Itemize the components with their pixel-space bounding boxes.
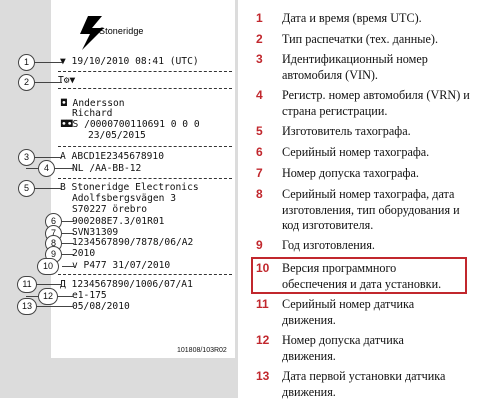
legend-number: 11 xyxy=(256,297,269,311)
callout-leader xyxy=(62,243,74,244)
callout-leader xyxy=(26,157,62,158)
line-sensor-approval: e1-175 xyxy=(72,290,107,301)
legend-text: Номер допуска тахографа. xyxy=(282,166,419,180)
callout-5: 5 xyxy=(18,180,35,197)
callout-leader xyxy=(62,233,74,234)
legend-text: Серийный номер тахографа, дата изготовле… xyxy=(282,187,460,232)
printout-slip xyxy=(51,0,235,358)
callout-2: 2 xyxy=(18,74,35,91)
line-manufacturer: B Stoneridge Electronics xyxy=(60,182,199,193)
line-card-number: ◘◘S /0000700110691 0 0 0 xyxy=(61,119,200,130)
legend-text: Дата первой установки датчика движения. xyxy=(282,369,446,399)
legend-number: 3 xyxy=(256,52,263,66)
callout-13: 13 xyxy=(17,298,37,315)
callout-10: 10 xyxy=(37,258,59,275)
line-card-expiry: 23/05/2015 xyxy=(88,130,146,141)
line-owner-firstname: Richard xyxy=(72,108,113,119)
legend-text: Регистр. номер автомобиля (VRN) и страна… xyxy=(282,88,470,118)
callout-1: 1 xyxy=(18,54,35,71)
callout-leader xyxy=(62,221,74,222)
separator xyxy=(58,274,232,275)
line-tacho-approval: SVN31309 xyxy=(72,227,119,238)
callout-3: 3 xyxy=(18,149,35,166)
legend-text: Год изготовления. xyxy=(282,238,375,252)
legend-number: 8 xyxy=(256,187,263,201)
legend-text: Номер допуска датчика движения. xyxy=(282,333,404,363)
legend-text: Серийный номер датчика движения. xyxy=(282,297,415,327)
separator xyxy=(58,71,232,72)
legend-text: Изготовитель тахографа. xyxy=(282,124,411,138)
callout-leader xyxy=(26,82,62,83)
legend-text: Серийный номер тахографа. xyxy=(282,145,430,159)
legend-number-highlighted: 10 xyxy=(256,261,270,275)
callout-leader xyxy=(26,284,62,285)
callout-leader xyxy=(26,188,62,189)
line-tacho-serial: 900208E7.3/01R01 xyxy=(72,216,165,227)
line-sensor-serial: Д 1234567890/1006/07/A1 xyxy=(60,279,193,290)
line-address-street: Adolfsbergsvägen 3 xyxy=(72,193,176,204)
callout-4: 4 xyxy=(38,160,55,177)
callout-12: 12 xyxy=(38,288,58,305)
callout-11: 11 xyxy=(17,276,37,293)
line-manufacture-year: 2010 xyxy=(72,248,96,259)
callout-leader xyxy=(26,62,62,63)
legend-number: 6 xyxy=(256,145,263,159)
legend-text-highlighted: Версия программного обеспечения и дата у… xyxy=(282,261,442,291)
callout-leader xyxy=(62,254,74,255)
legend-text: Идентификационный номер автомобиля (VIN)… xyxy=(282,52,428,82)
callout-leader xyxy=(62,266,74,267)
legend-number: 7 xyxy=(256,166,263,180)
legend-text: Дата и время (время UTC). xyxy=(282,11,422,25)
line-type: T⚙▼ xyxy=(58,75,76,86)
separator xyxy=(58,146,232,147)
legend-number: 13 xyxy=(256,369,270,383)
legend-number: 12 xyxy=(256,333,270,347)
line-address-city: S70227 örebro xyxy=(72,204,148,215)
legend-number: 9 xyxy=(256,238,263,252)
stoneridge-logo-icon xyxy=(80,16,104,50)
legend-number: 2 xyxy=(256,32,263,46)
brand-name: Stoneridge xyxy=(99,26,144,36)
line-vrn: NL /AA-BB-12 xyxy=(72,163,142,174)
legend-number: 5 xyxy=(256,124,263,138)
line-software-version: v P477 31/07/2010 xyxy=(72,260,171,271)
line-vin: A ABCD1E2345678910 xyxy=(60,151,164,162)
figure-reference: 101808/103R02 xyxy=(177,347,227,354)
callout-leader xyxy=(26,306,74,307)
line-datetime: ▼ 19/10/2010 08:41 (UTC) xyxy=(60,56,199,67)
line-tacho-serial-full: 1234567890/7878/06/A2 xyxy=(72,237,194,248)
legend-number: 1 xyxy=(256,11,263,25)
legend-number: 4 xyxy=(256,88,263,102)
legend-text: Тип распечатки (тех. данные). xyxy=(282,32,438,46)
highlight-frame xyxy=(251,257,467,294)
line-sensor-install-date: 05/08/2010 xyxy=(72,301,130,312)
separator xyxy=(58,178,232,179)
separator xyxy=(58,88,232,89)
line-owner-name: ◘ Andersson xyxy=(61,98,125,109)
